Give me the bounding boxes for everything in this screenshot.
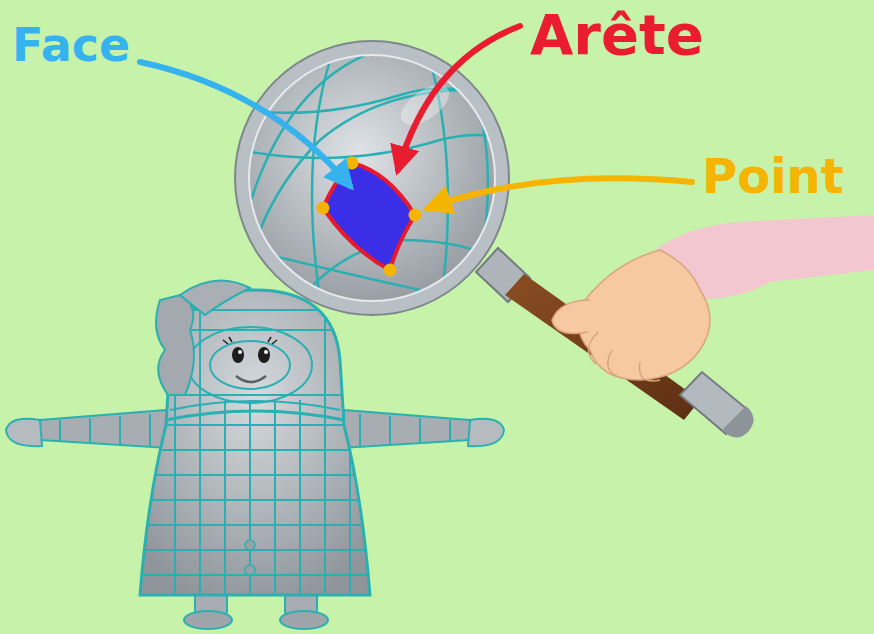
character-face-part	[232, 347, 244, 363]
character-arms-part	[342, 410, 488, 448]
character-arms-part	[22, 410, 168, 448]
hand-part	[588, 332, 660, 381]
hand-part	[552, 300, 590, 334]
character-face-part	[236, 376, 266, 382]
character-face-part	[264, 350, 268, 354]
character-body-part	[180, 280, 250, 315]
character-arms-part	[6, 419, 42, 446]
magnifier-lens-part	[409, 209, 422, 222]
magnifier-frame-part	[242, 48, 502, 308]
character-body-part-part	[188, 327, 312, 403]
leader-arrows-part	[140, 62, 350, 186]
callout-label: Point	[702, 150, 844, 203]
character-face-part	[223, 337, 277, 344]
character-body-part	[245, 565, 255, 575]
leader-arrows-part	[428, 178, 692, 208]
character-face-part	[258, 347, 270, 363]
magnifier-handle-part	[722, 406, 754, 438]
character-arms-part	[468, 419, 504, 446]
character-body-part	[130, 290, 380, 600]
leader-arrows-part	[398, 26, 520, 170]
callout-label: Arête	[530, 4, 704, 66]
character-body	[130, 280, 380, 600]
hand-part	[579, 250, 710, 380]
character-body-part	[156, 295, 194, 395]
magnifier-lens-part	[346, 157, 359, 170]
character-body-part-part	[175, 290, 350, 600]
magnifier-lens-part	[317, 202, 330, 215]
magnifier-lens-part	[248, 54, 496, 302]
callout-label: Face	[12, 20, 130, 71]
magnifier-frame-part	[249, 55, 495, 301]
character-body-part-part	[166, 411, 344, 420]
hand	[552, 215, 874, 381]
character-body-part	[245, 540, 255, 550]
character-body-part-part	[170, 401, 340, 410]
magnifier-lens-part-part	[312, 60, 330, 300]
character-face-part	[238, 350, 242, 354]
character-legs-part	[280, 611, 328, 629]
character-legs-part	[184, 611, 232, 629]
character-face	[223, 337, 277, 382]
character-body-part-part	[210, 341, 290, 389]
magnifier-lens-part	[323, 163, 415, 270]
magnifier-lens-part-part	[240, 135, 510, 158]
magnifier-frame-part	[235, 41, 509, 315]
magnifier-lens-part	[384, 264, 397, 277]
magnifier-frame	[235, 41, 509, 315]
